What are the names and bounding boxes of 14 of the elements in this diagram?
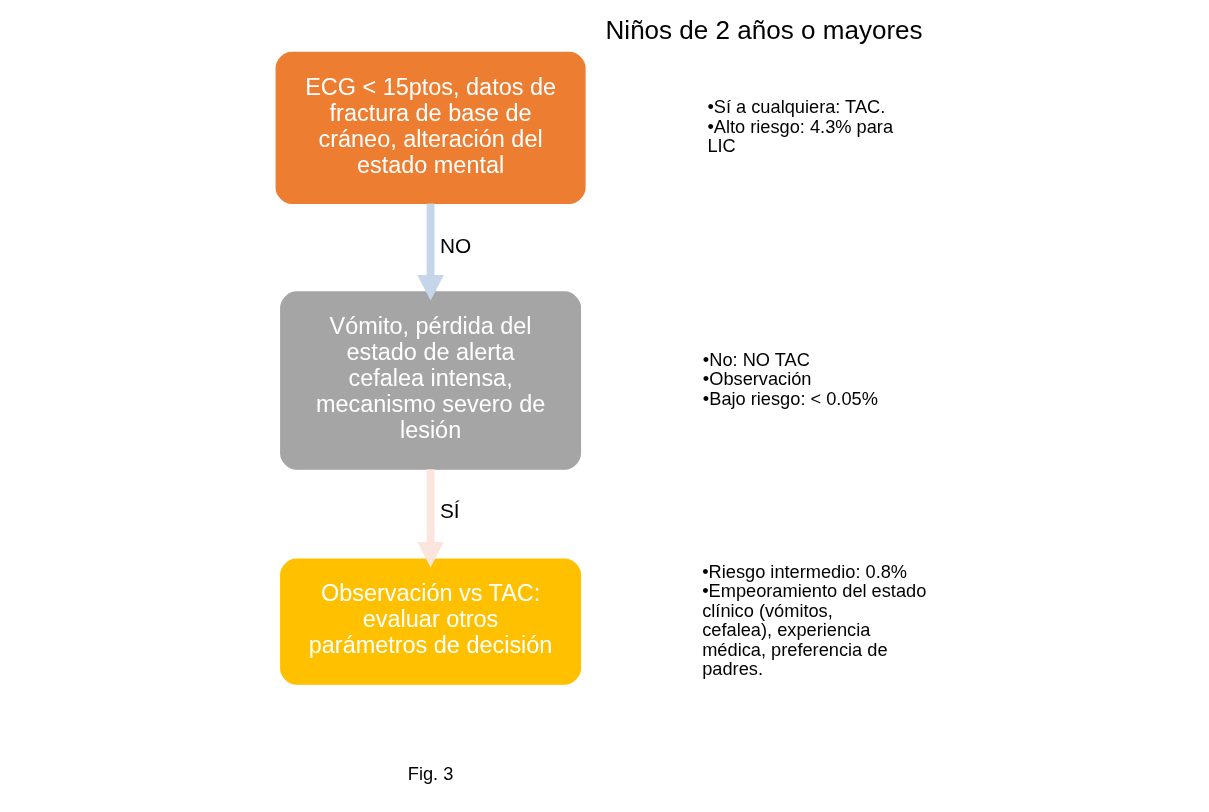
- node-label: •Sí a cualquiera: TAC.: [707, 96, 886, 118]
- node-box: Observación vs TAC: evaluar otros parámetros de decisión: [280, 558, 582, 685]
- arrow: [417, 203, 444, 301]
- node-box: ECG < 15ptos, datos de fractura de base de cráneo, alteración del estado mental: [275, 51, 586, 205]
- node-label: •Observación: [702, 368, 812, 390]
- caption: Fig. 3: [407, 763, 454, 785]
- node-label: •Riesgo intermedio: 0.8%: [702, 560, 908, 582]
- node-box: Vómito, pérdida del estado de alerta cefalea intensa, mecanismo severo de lesión: [280, 291, 582, 470]
- node-label: •Bajo riesgo: < 0.05%: [702, 387, 878, 409]
- node-label: •No: NO TAC: [702, 348, 810, 370]
- edge-label: NO: [440, 233, 472, 257]
- diagram-title: Niños de 2 años o mayores: [605, 15, 923, 46]
- arrow: [417, 469, 444, 568]
- edge-label: SÍ: [439, 499, 460, 523]
